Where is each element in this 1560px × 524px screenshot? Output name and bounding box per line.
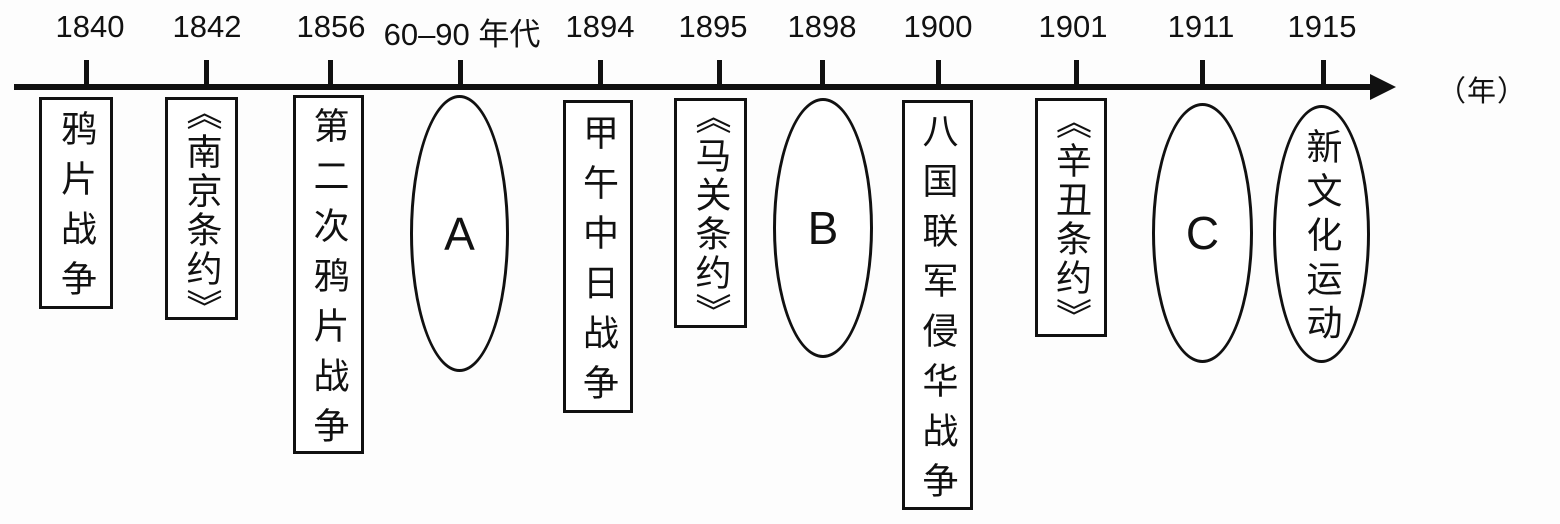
event-label: 《南京条约》: [181, 93, 223, 328]
event-label: C: [1185, 207, 1220, 259]
event-first-sino-japanese-war: 甲午中日战争: [563, 100, 633, 414]
tick-60-90s: [458, 60, 463, 87]
event-label: 八国联军侵华战争: [917, 112, 959, 512]
tick-1895: [717, 60, 722, 87]
event-label: 新文化运动: [1301, 128, 1343, 348]
event-label: 《马关条约》: [690, 98, 732, 332]
year-label-1840: 1840: [55, 9, 125, 44]
timeline-axis-line: [14, 84, 1376, 90]
year-label-1894: 1894: [565, 9, 635, 44]
year-label-1911: 1911: [1167, 9, 1235, 44]
event-treaty-of-nanjing: 《南京条约》: [165, 94, 238, 328]
event-label: 甲午中日战争: [578, 113, 619, 414]
event-boxer-protocol: 《辛丑条约》: [1035, 98, 1107, 337]
event-placeholder-c: C: [1152, 103, 1253, 363]
tick-1894: [598, 60, 603, 87]
year-label-1842: 1842: [172, 9, 242, 44]
event-label: B: [807, 202, 839, 254]
event-placeholder-a: A: [410, 95, 509, 372]
year-label-1901: 1901: [1038, 9, 1108, 44]
event-new-culture-movement: 新文化运动: [1273, 105, 1370, 363]
year-label-60-90s: 60–90 年代: [383, 17, 541, 52]
tick-1856: [328, 60, 333, 87]
year-label-1895: 1895: [678, 9, 748, 44]
axis-arrowhead: [1370, 74, 1396, 100]
tick-1900: [936, 60, 941, 87]
tick-1915: [1321, 60, 1326, 87]
year-label-1900: 1900: [903, 9, 973, 44]
year-label-1898: 1898: [787, 9, 857, 44]
event-label: 第二次鸦片战争: [308, 106, 350, 457]
axis-unit-label: （年）: [1437, 76, 1528, 108]
year-label-1856: 1856: [296, 9, 366, 44]
event-eight-nation-alliance-invasion: 八国联军侵华战争: [902, 100, 973, 512]
event-placeholder-b: B: [773, 98, 873, 358]
event-opium-war: 鸦片战争: [39, 97, 113, 310]
event-label: 《辛丑条约》: [1051, 102, 1092, 337]
tick-1911: [1200, 60, 1205, 87]
event-second-opium-war: 第二次鸦片战争: [293, 95, 364, 457]
event-label: A: [444, 207, 475, 260]
tick-1840: [84, 60, 89, 87]
tick-1901: [1074, 60, 1079, 87]
event-treaty-of-shimonoseki: 《马关条约》: [674, 98, 747, 332]
event-label: 鸦片战争: [56, 110, 97, 310]
tick-1842: [204, 60, 209, 87]
year-label-1915: 1915: [1287, 9, 1357, 44]
tick-1898: [820, 60, 825, 87]
